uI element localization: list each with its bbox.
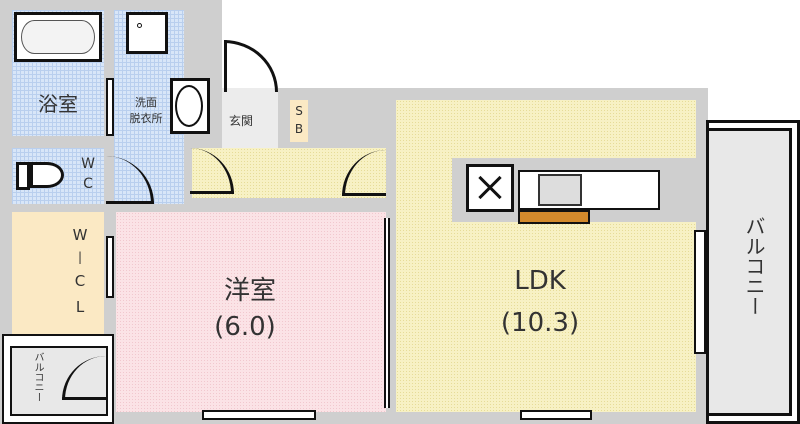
kitchen-counter-top xyxy=(518,210,590,224)
ldk-size: (10.3) xyxy=(500,308,580,338)
washroom-label-line1: 洗面 xyxy=(135,96,157,109)
front-door[interactable] xyxy=(224,40,278,92)
washroom-label-line2: 脱衣所 xyxy=(129,112,163,125)
toilet-icon xyxy=(16,158,66,192)
wcl-label-line3: C xyxy=(74,272,86,290)
wcl-label-line2: | xyxy=(77,250,83,264)
bath-label: 浴室 xyxy=(38,92,78,116)
washbasin-icon xyxy=(170,78,210,134)
ldk-balcony-window[interactable] xyxy=(694,230,706,354)
kitchen-counter xyxy=(518,170,660,210)
wcl-label-line4: L xyxy=(75,298,85,316)
wcl-folding-door[interactable] xyxy=(106,236,114,298)
toilet-label-line1: W xyxy=(81,156,95,172)
small-balcony-label: バルコニー xyxy=(32,352,43,402)
western-room-sliding-door[interactable] xyxy=(384,218,390,408)
sink-icon xyxy=(538,174,582,206)
bath-folding-door[interactable] xyxy=(106,78,114,136)
western-room-window[interactable] xyxy=(202,410,316,420)
bathtub-icon xyxy=(14,12,102,62)
shoe-box xyxy=(290,100,308,142)
western-room-label: 洋室 xyxy=(223,276,276,306)
entrance xyxy=(222,88,278,148)
western-room-size: (6.0) xyxy=(214,312,276,342)
shoe-box-label-line2: B xyxy=(294,122,304,136)
ldk-label: LDK xyxy=(514,266,566,296)
shoe-box-label-line1: S xyxy=(295,104,303,118)
ldk-window[interactable] xyxy=(520,410,592,420)
walk-in-closet xyxy=(12,212,104,334)
stove-icon xyxy=(466,164,514,212)
wcl-label-line1: W xyxy=(72,226,88,244)
toilet-label-line2: C xyxy=(83,176,93,192)
ldk xyxy=(396,100,696,412)
western-room xyxy=(116,212,386,412)
entrance-label: 玄関 xyxy=(228,114,253,128)
main-balcony xyxy=(706,128,792,416)
main-balcony-label: バルコニー xyxy=(742,216,766,316)
washing-machine-icon xyxy=(126,12,168,54)
